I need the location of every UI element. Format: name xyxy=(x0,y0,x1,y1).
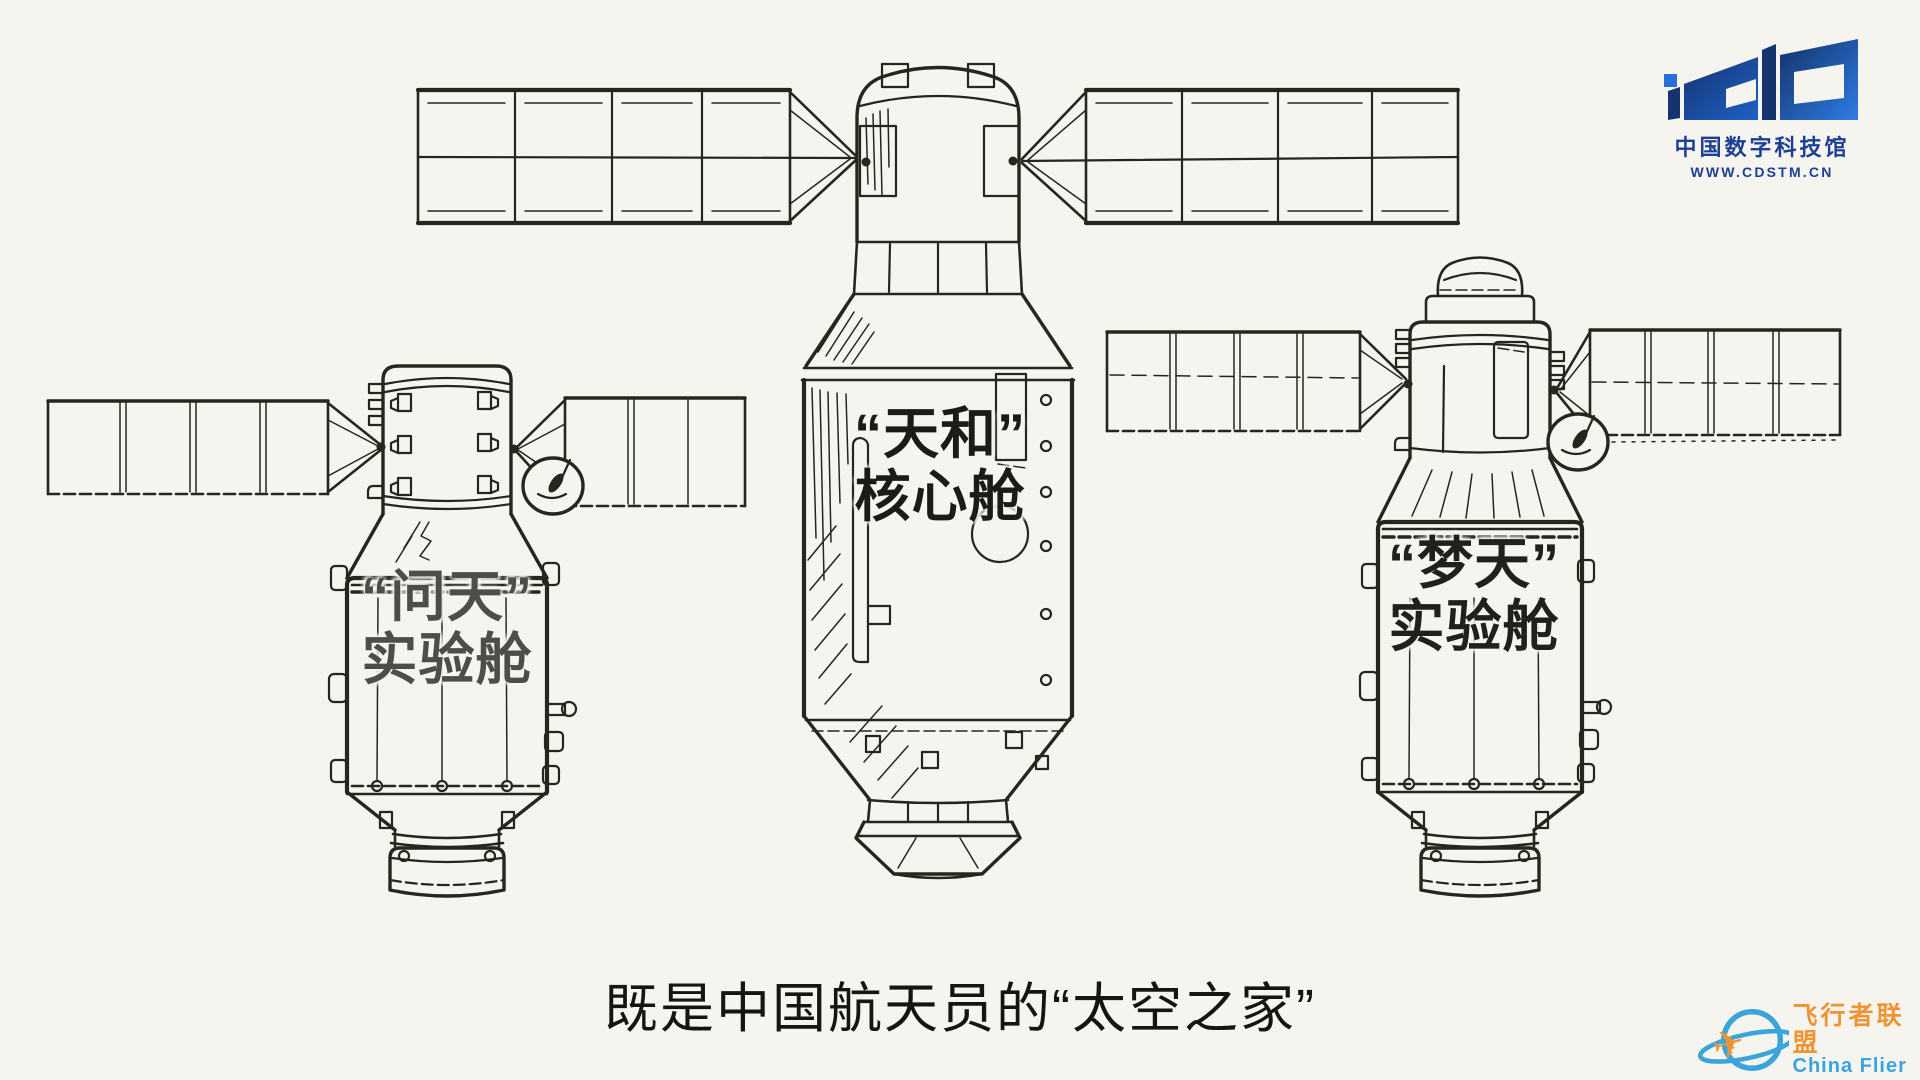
tianhe-module-label: “天和” 核心舱 xyxy=(800,402,1080,528)
wentian-left-solar-wing xyxy=(46,399,384,496)
china-flier-logo: ✈ xyxy=(1697,1009,1789,1071)
china-flier-title-cn: 飞行者联盟 xyxy=(1792,1002,1905,1057)
logo-dot xyxy=(1663,74,1677,87)
cdstm-logo-url: WWW.CDSTM.CN xyxy=(1690,164,1834,180)
label-line2: 实验舱 xyxy=(361,628,533,691)
dish-antenna xyxy=(1546,412,1610,472)
cdstm-logo: 中国数字科技馆 WWW.CDSTM.CN xyxy=(1656,34,1868,180)
label-line2: 实验舱 xyxy=(1388,595,1560,658)
tianhe-left-solar-wing xyxy=(415,87,858,226)
dish-antenna xyxy=(521,456,585,516)
tianhe-module-drawing xyxy=(800,62,1076,880)
mengtian-module-drawing xyxy=(1358,256,1613,898)
rivet-row xyxy=(1039,393,1053,687)
china-flier-title-en: China Flier xyxy=(1792,1054,1907,1077)
wentian-module-drawing xyxy=(327,364,585,898)
mengtian-module-label: “梦天” 实验舱 xyxy=(1334,532,1614,658)
porthole xyxy=(970,504,1030,564)
cdstm-logo-mark xyxy=(1663,39,1858,120)
label-line1: “问天” xyxy=(361,565,533,628)
orbit-ring-icon xyxy=(1697,1028,1789,1064)
mengtian-left-solar-wing xyxy=(1105,330,1408,433)
wentian-module-label: “问天” 实验舱 xyxy=(307,565,587,691)
label-line1: “梦天” xyxy=(1388,532,1560,595)
label-line2: 核心舱 xyxy=(854,465,1026,528)
subtitle-caption: 既是中国航天员的“太空之家” xyxy=(604,979,1316,1039)
label-line1: “天和” xyxy=(854,402,1026,465)
tianhe-right-solar-wing xyxy=(1020,87,1461,226)
cdstm-logo-title: 中国数字科技馆 xyxy=(1674,135,1850,160)
china-flier-watermark: ✈ 飞行者联盟 China Flier xyxy=(1692,1000,1920,1080)
